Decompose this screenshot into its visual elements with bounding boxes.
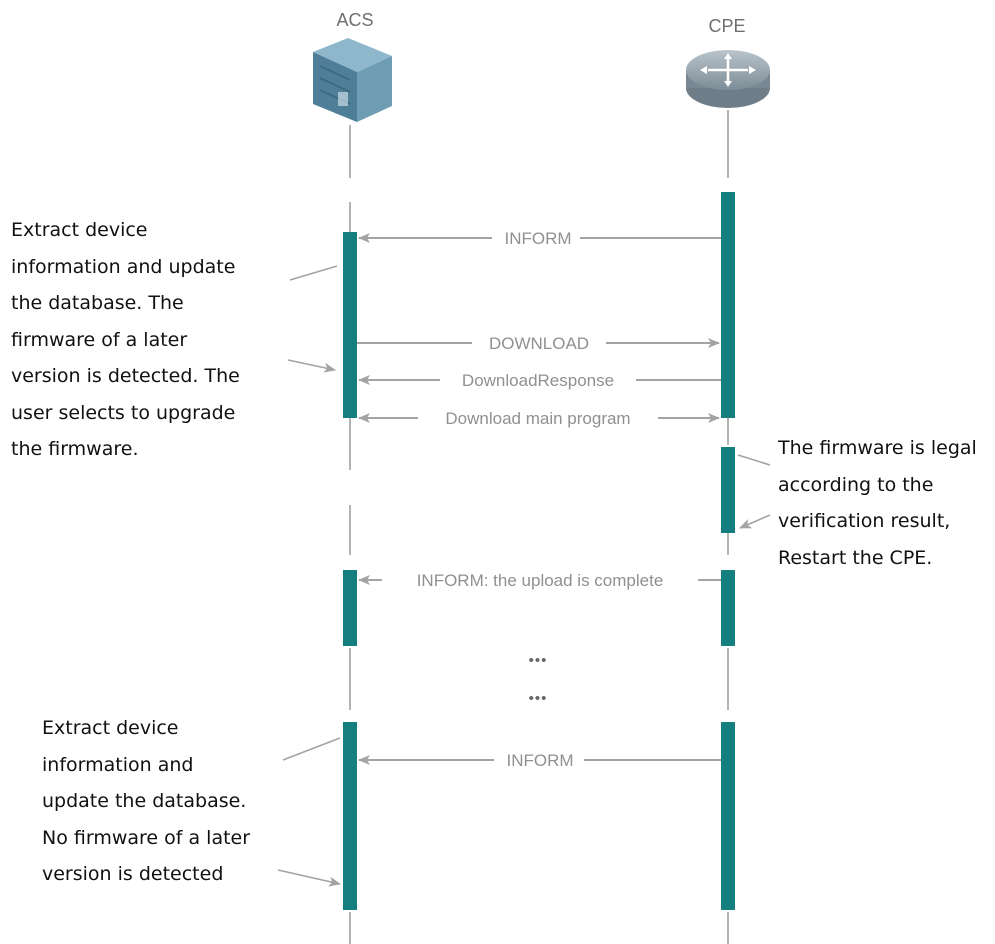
- note-acs-upgrade: Extract device information and update th…: [11, 219, 240, 460]
- cpe-activation-2: [721, 447, 735, 533]
- router-icon: [686, 50, 770, 108]
- server-icon: [313, 38, 392, 122]
- note-connector-3: [737, 454, 771, 466]
- message-inform-final-label: INFORM: [506, 751, 573, 770]
- note-connector-6: [277, 869, 341, 887]
- message-inform-label: INFORM: [504, 229, 571, 248]
- cpe-activation-4: [721, 722, 735, 910]
- message-download-label: DOWNLOAD: [489, 334, 589, 353]
- message-upload-complete-label: INFORM: the upload is complete: [417, 571, 664, 590]
- acs-activation-1: [343, 232, 357, 418]
- note-connector-4: [739, 514, 771, 529]
- message-download-main-program-label: Download main program: [445, 409, 630, 428]
- cpe-activation-1: [721, 192, 735, 418]
- cpe-activation-3: [721, 570, 735, 646]
- note-cpe-restart: The firmware is legal according to the v…: [778, 437, 977, 569]
- note-connector-2: [287, 359, 336, 373]
- message-downloadresponse-label: DownloadResponse: [462, 371, 614, 390]
- note-connector-1: [289, 265, 338, 281]
- note-connector-5: [282, 737, 341, 761]
- acs-label: ACS: [336, 10, 373, 30]
- ellipsis-1: •••: [529, 652, 548, 669]
- note-acs-no-upgrade: Extract device information and update th…: [42, 717, 251, 885]
- cpe-label: CPE: [708, 16, 745, 36]
- ellipsis-2: •••: [529, 690, 548, 707]
- acs-activation-3: [343, 722, 357, 910]
- acs-activation-2: [343, 570, 357, 646]
